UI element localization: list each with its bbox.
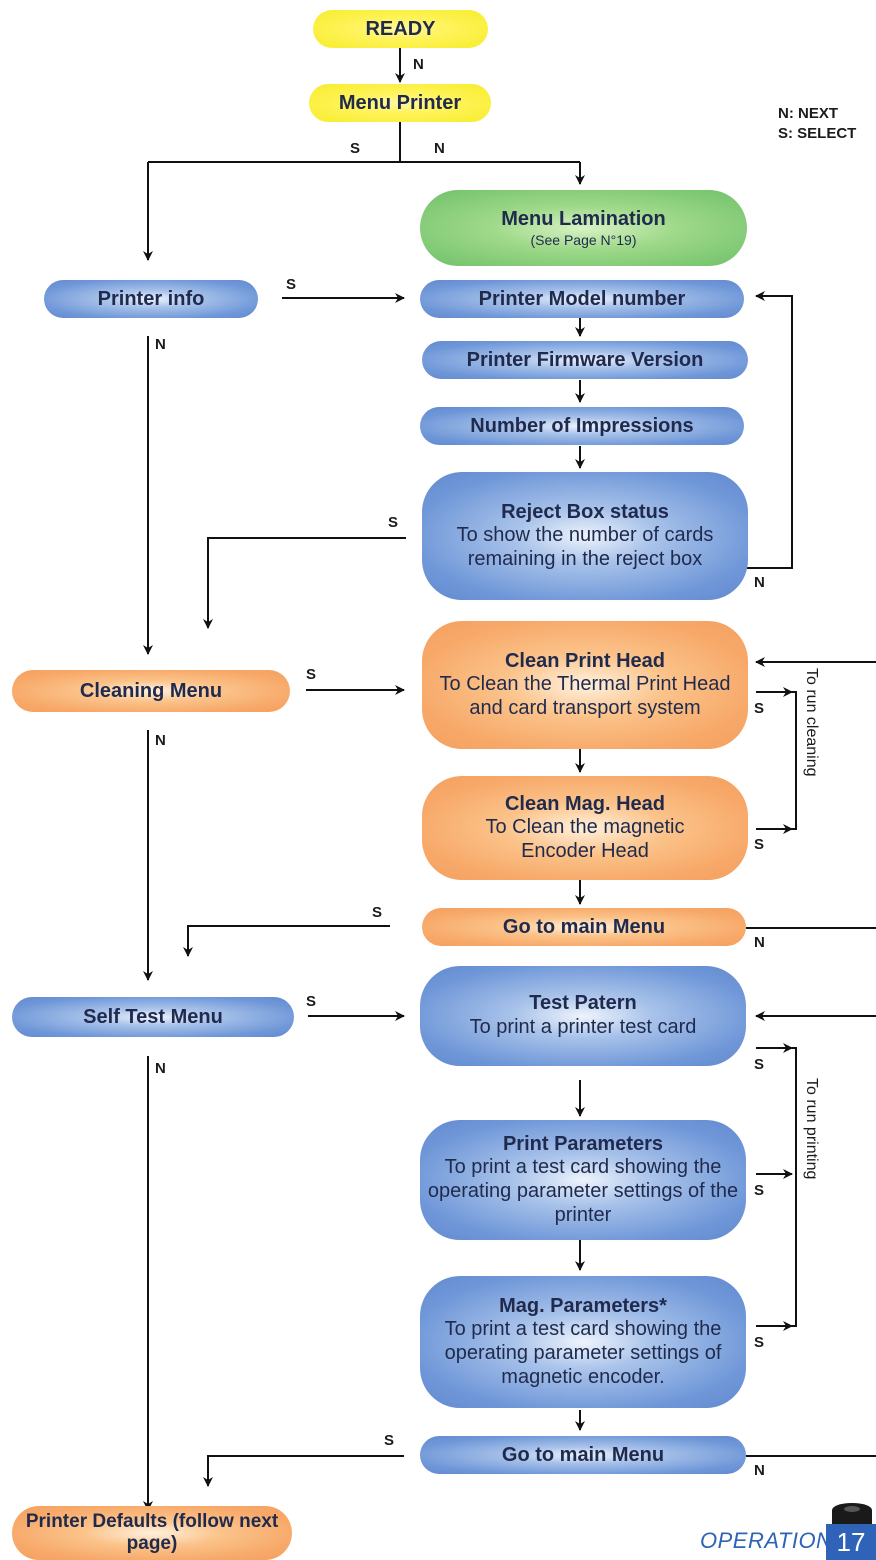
- legend: N: NEXT S: SELECT: [778, 104, 856, 143]
- node-test-patern: Test Patern To print a printer test card: [420, 966, 746, 1066]
- node-printer-info: Printer info: [44, 280, 258, 318]
- label-s: S: [384, 1432, 395, 1449]
- node-goto-main-2: Go to main Menu: [420, 1436, 746, 1474]
- node-clean-print-head: Clean Print Head To Clean the Thermal Pr…: [422, 621, 748, 749]
- clean-mag-head-desc: To Clean the magnetic Encoder Head: [485, 816, 685, 862]
- label-s: S: [306, 993, 317, 1010]
- loop-reject-to-model: [746, 291, 793, 569]
- label-n: N: [155, 336, 166, 353]
- node-impressions: Number of Impressions: [420, 407, 744, 445]
- reject-box-title: Reject Box status: [501, 500, 669, 523]
- node-printer-model: Printer Model number: [420, 280, 744, 318]
- label-n: N: [155, 732, 166, 749]
- node-clean-mag-head: Clean Mag. Head To Clean the magnetic En…: [422, 776, 748, 880]
- node-cleaning-menu: Cleaning Menu: [12, 670, 290, 712]
- node-print-params: Print Parameters To print a test card sh…: [420, 1120, 746, 1240]
- label-s: S: [388, 514, 399, 531]
- footer-section: OPERATION: [700, 1528, 833, 1553]
- reject-box-desc: To show the number of cards remaining in…: [456, 524, 714, 570]
- page-number: 17: [826, 1524, 876, 1560]
- label-n: N: [754, 1462, 765, 1479]
- label-n: N: [434, 140, 445, 157]
- node-firmware: Printer Firmware Version: [422, 341, 748, 379]
- arrow-goto2-to-defaults: [203, 1455, 404, 1487]
- node-mag-params: Mag. Parameters* To print a test card sh…: [420, 1276, 746, 1408]
- node-reject-box: Reject Box status To show the number of …: [422, 472, 748, 600]
- label-s: S: [754, 700, 765, 717]
- clean-mag-head-title: Clean Mag. Head: [504, 792, 666, 815]
- label-n: N: [754, 934, 765, 951]
- label-s: S: [754, 1182, 765, 1199]
- label-to-run-cleaning: To run cleaning: [803, 668, 820, 777]
- print-params-title: Print Parameters: [502, 1132, 664, 1155]
- label-n: N: [155, 1060, 166, 1077]
- print-params-desc: To print a test card showing the operati…: [427, 1156, 739, 1226]
- label-s: S: [754, 1056, 765, 1073]
- test-patern-title: Test Patern: [529, 992, 637, 1015]
- menu-lamination-title: Menu Lamination: [501, 207, 666, 230]
- label-n: N: [754, 574, 765, 591]
- label-s: S: [306, 666, 317, 683]
- mag-params-title: Mag. Parameters*: [499, 1294, 667, 1317]
- label-s: S: [754, 836, 765, 853]
- node-menu-lamination: Menu Lamination (See Page N°19): [420, 190, 747, 266]
- label-to-run-printing: To run printing: [803, 1078, 820, 1180]
- clean-print-head-title: Clean Print Head: [504, 649, 666, 672]
- arrow-goto1-to-self-test: [183, 925, 390, 957]
- label-s: S: [754, 1334, 765, 1351]
- label-s: S: [372, 904, 383, 921]
- mag-params-desc: To print a test card showing the operati…: [444, 1318, 722, 1388]
- menu-lamination-note: (See Page N°19): [530, 231, 637, 248]
- node-self-test-menu: Self Test Menu: [12, 997, 294, 1037]
- bracket-cleaning: [792, 691, 797, 830]
- label-s: S: [286, 276, 297, 293]
- node-ready: READY: [313, 10, 488, 48]
- clean-print-head-desc: To Clean the Thermal Print Head and card…: [439, 673, 731, 719]
- label-n: N: [413, 56, 424, 73]
- legend-next: N: NEXT: [778, 105, 838, 122]
- arrow-reject-to-cleaning: [203, 537, 406, 629]
- test-patern-desc: To print a printer test card: [469, 1016, 697, 1038]
- bracket-printing: [792, 1047, 797, 1327]
- label-s: S: [350, 140, 361, 157]
- legend-select: S: SELECT: [778, 124, 857, 142]
- node-printer-defaults: Printer Defaults (follow next page): [12, 1506, 292, 1560]
- node-menu-printer: Menu Printer: [309, 84, 491, 122]
- node-goto-main-1: Go to main Menu: [422, 908, 746, 946]
